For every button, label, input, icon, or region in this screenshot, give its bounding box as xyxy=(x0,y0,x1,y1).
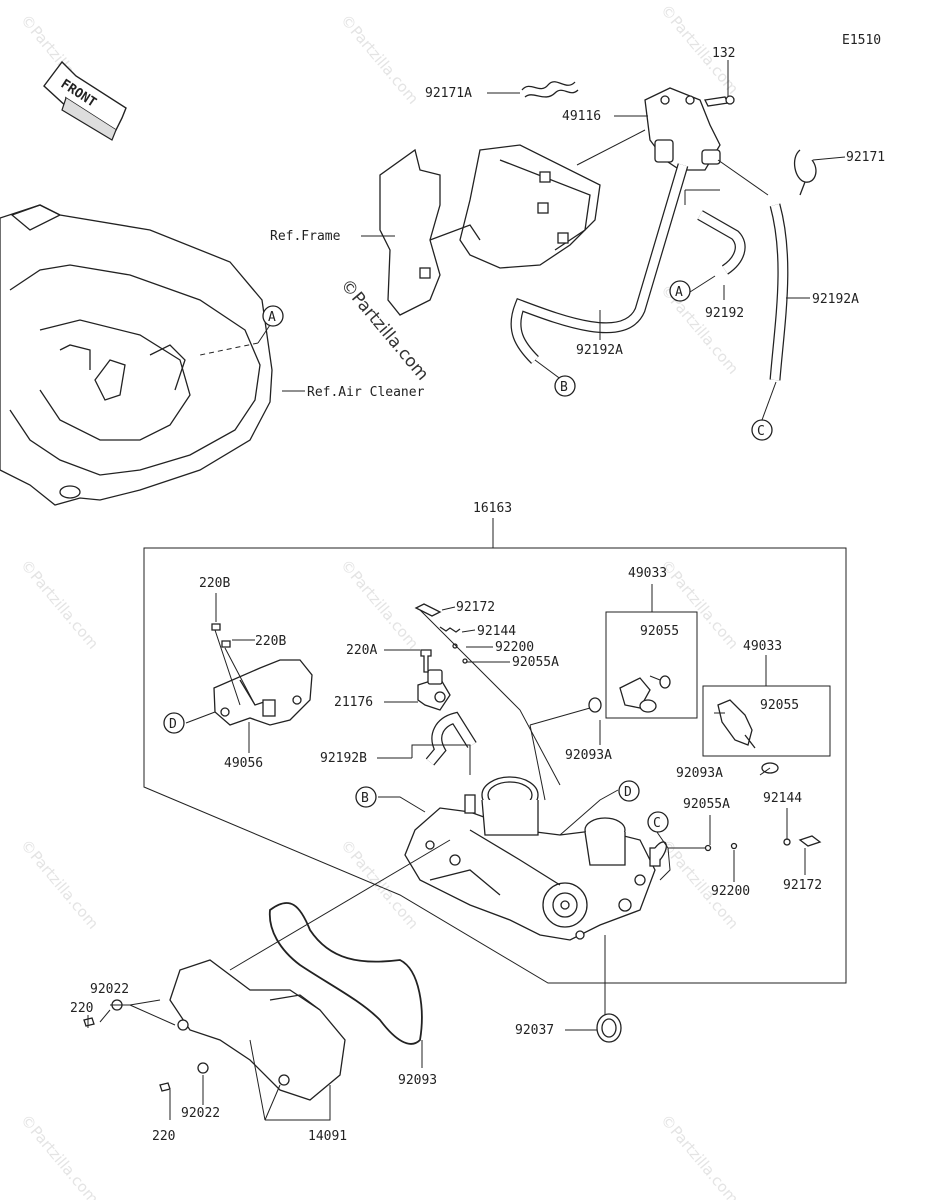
part-number: 92172 xyxy=(456,600,495,615)
part-number: 92200 xyxy=(495,640,534,655)
bypass-screw-set xyxy=(414,603,468,664)
part-number: 92144 xyxy=(763,791,802,806)
part-number: 14091 xyxy=(308,1129,347,1144)
screw-icon xyxy=(211,623,221,631)
hoses-top xyxy=(510,163,789,381)
ref-label: Ref.Frame xyxy=(270,229,341,244)
part-number: 92055 xyxy=(760,698,799,713)
bypass-screw-set xyxy=(704,835,822,852)
callout-b: B xyxy=(355,786,377,808)
watermark: ©Partzilla.com xyxy=(337,11,422,108)
callout-label: C xyxy=(757,424,765,439)
air-switching-valve xyxy=(644,87,735,171)
drive-belt xyxy=(268,902,423,1045)
injector-box xyxy=(605,611,698,719)
o-ring-icon xyxy=(588,697,602,713)
part-number: 16163 xyxy=(473,501,512,516)
part-number: 49056 xyxy=(224,756,263,771)
part-number: 92093A xyxy=(676,766,723,781)
screw-icon xyxy=(159,1082,171,1092)
callout-c: C xyxy=(751,419,773,441)
part-number: 92093 xyxy=(398,1073,437,1088)
part-number: 21176 xyxy=(334,695,373,710)
callout-label: B xyxy=(560,380,568,395)
part-number: 92093A xyxy=(565,748,612,763)
part-number: 92055A xyxy=(512,655,559,670)
part-number: 92171 xyxy=(846,150,885,165)
hose-clamp-icon xyxy=(793,149,817,196)
hose-clip-icon xyxy=(521,81,579,98)
front-arrow-icon: FRONT xyxy=(43,60,127,141)
hose-clamp-icon xyxy=(596,1013,622,1043)
fuel-injector xyxy=(619,675,671,713)
watermark: ©Partzilla.com xyxy=(17,556,102,653)
throttle-sensor xyxy=(417,669,451,711)
part-number: 220B xyxy=(255,634,286,649)
part-number: 92192B xyxy=(320,751,367,766)
part-number: 92192A xyxy=(812,292,859,307)
part-number: 92171A xyxy=(425,86,472,101)
part-number: 220A xyxy=(346,643,377,658)
callout-d: D xyxy=(163,712,185,734)
callout-c: C xyxy=(647,811,669,833)
callout-label: A xyxy=(675,285,683,300)
part-number: 92055A xyxy=(683,797,730,812)
callout-label: B xyxy=(361,791,369,806)
assembly-boundary xyxy=(143,547,847,984)
fuel-injector xyxy=(717,699,779,774)
leader-lines-bottom xyxy=(87,593,806,1121)
throttle-cover xyxy=(169,959,346,1101)
screw-icon xyxy=(420,649,432,673)
part-number: 92200 xyxy=(711,884,750,899)
frame-bracket xyxy=(379,144,601,316)
part-number: 49033 xyxy=(628,566,667,581)
callout-label: C xyxy=(653,816,661,831)
injector-box xyxy=(702,685,831,757)
watermark: ©Partzilla.com xyxy=(17,836,102,933)
part-number: 49033 xyxy=(743,639,782,654)
hose-92192b xyxy=(426,713,476,765)
watermark: ©Partzilla.com xyxy=(657,1111,742,1200)
part-number: 92192A xyxy=(576,343,623,358)
watermark: ©Partzilla.com xyxy=(657,281,742,378)
callout-a: A xyxy=(262,305,284,327)
watermark: ©Partzilla.com xyxy=(337,556,422,653)
screw-icon xyxy=(83,1017,95,1027)
part-number: 220 xyxy=(70,1001,93,1016)
throttle-body xyxy=(404,776,667,941)
callout-label: D xyxy=(624,785,632,800)
part-number: 92022 xyxy=(181,1106,220,1121)
callout-a: A xyxy=(669,280,691,302)
callout-label: A xyxy=(268,310,276,325)
part-number: 92192 xyxy=(705,306,744,321)
callout-d: D xyxy=(618,780,640,802)
part-number: 92037 xyxy=(515,1023,554,1038)
diagram-code: E1510 xyxy=(842,33,881,48)
watermark: ©Partzilla.com xyxy=(17,1111,102,1200)
part-number: 92055 xyxy=(640,624,679,639)
part-number: 92144 xyxy=(477,624,516,639)
part-number: 220 xyxy=(152,1129,175,1144)
callout-b: B xyxy=(554,375,576,397)
part-number: 92172 xyxy=(783,878,822,893)
part-number: 92022 xyxy=(90,982,129,997)
part-number: 49116 xyxy=(562,109,601,124)
washer-icon xyxy=(197,1062,209,1074)
ref-label: Ref.Air Cleaner xyxy=(307,385,425,400)
screw-icon xyxy=(221,640,231,648)
callout-label: D xyxy=(169,717,177,732)
part-number: 132 xyxy=(712,46,735,61)
part-number: 220B xyxy=(199,576,230,591)
air-cleaner-housing xyxy=(0,204,273,506)
